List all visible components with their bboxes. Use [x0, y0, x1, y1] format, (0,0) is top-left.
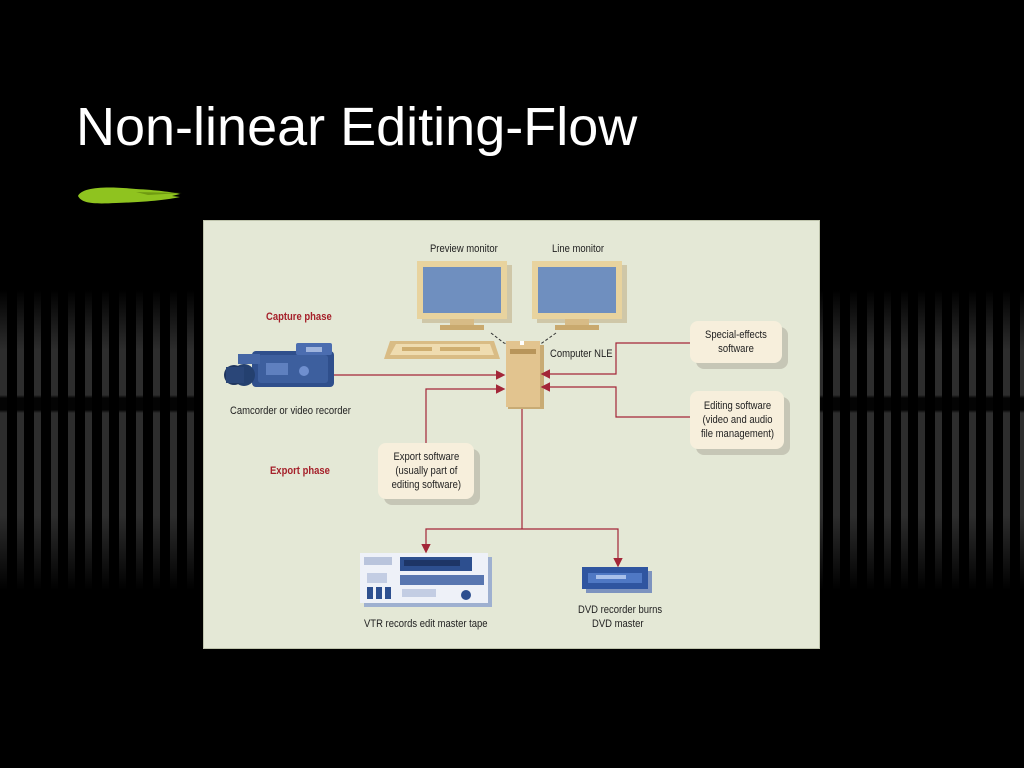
- dvd-label-line-2: DVD master: [592, 618, 644, 630]
- computer-nle-label: Computer NLE: [550, 348, 613, 360]
- vtr-label: VTR records edit master tape: [364, 618, 488, 630]
- camcorder-label: Camcorder or video recorder: [230, 405, 351, 417]
- capture-phase-label: Capture phase: [266, 311, 332, 323]
- camcorder-icon: [224, 343, 334, 387]
- line-monitor-icon: [532, 261, 627, 330]
- preview-monitor-label: Preview monitor: [430, 243, 498, 255]
- export-software-box: Export software (usually part of editing…: [378, 443, 474, 499]
- vtr-icon: [360, 553, 492, 607]
- special-effects-software-box: Special-effects software: [690, 321, 782, 363]
- computer-tower-icon: [506, 341, 544, 409]
- editing-software-text: Editing software (video and audio file m…: [700, 400, 774, 440]
- green-brush-stroke: [78, 187, 182, 204]
- export-software-text: Export software (usually part of editing…: [391, 451, 461, 491]
- slide-title: Non-linear Editing-Flow: [76, 97, 638, 157]
- preview-monitor-icon: [417, 261, 512, 330]
- dvd-recorder-icon: [582, 567, 652, 593]
- special-effects-software-text: Special-effects software: [705, 329, 767, 355]
- diagram-graphics: [224, 261, 690, 607]
- keyboard-icon: [384, 341, 500, 359]
- export-phase-label: Export phase: [270, 465, 330, 477]
- editing-software-box: Editing software (video and audio file m…: [690, 391, 784, 449]
- line-monitor-label: Line monitor: [552, 243, 605, 255]
- dvd-label-line-1: DVD recorder burns: [578, 604, 663, 616]
- nle-flow-diagram: Preview monitor Line monitor Computer NL…: [203, 220, 820, 649]
